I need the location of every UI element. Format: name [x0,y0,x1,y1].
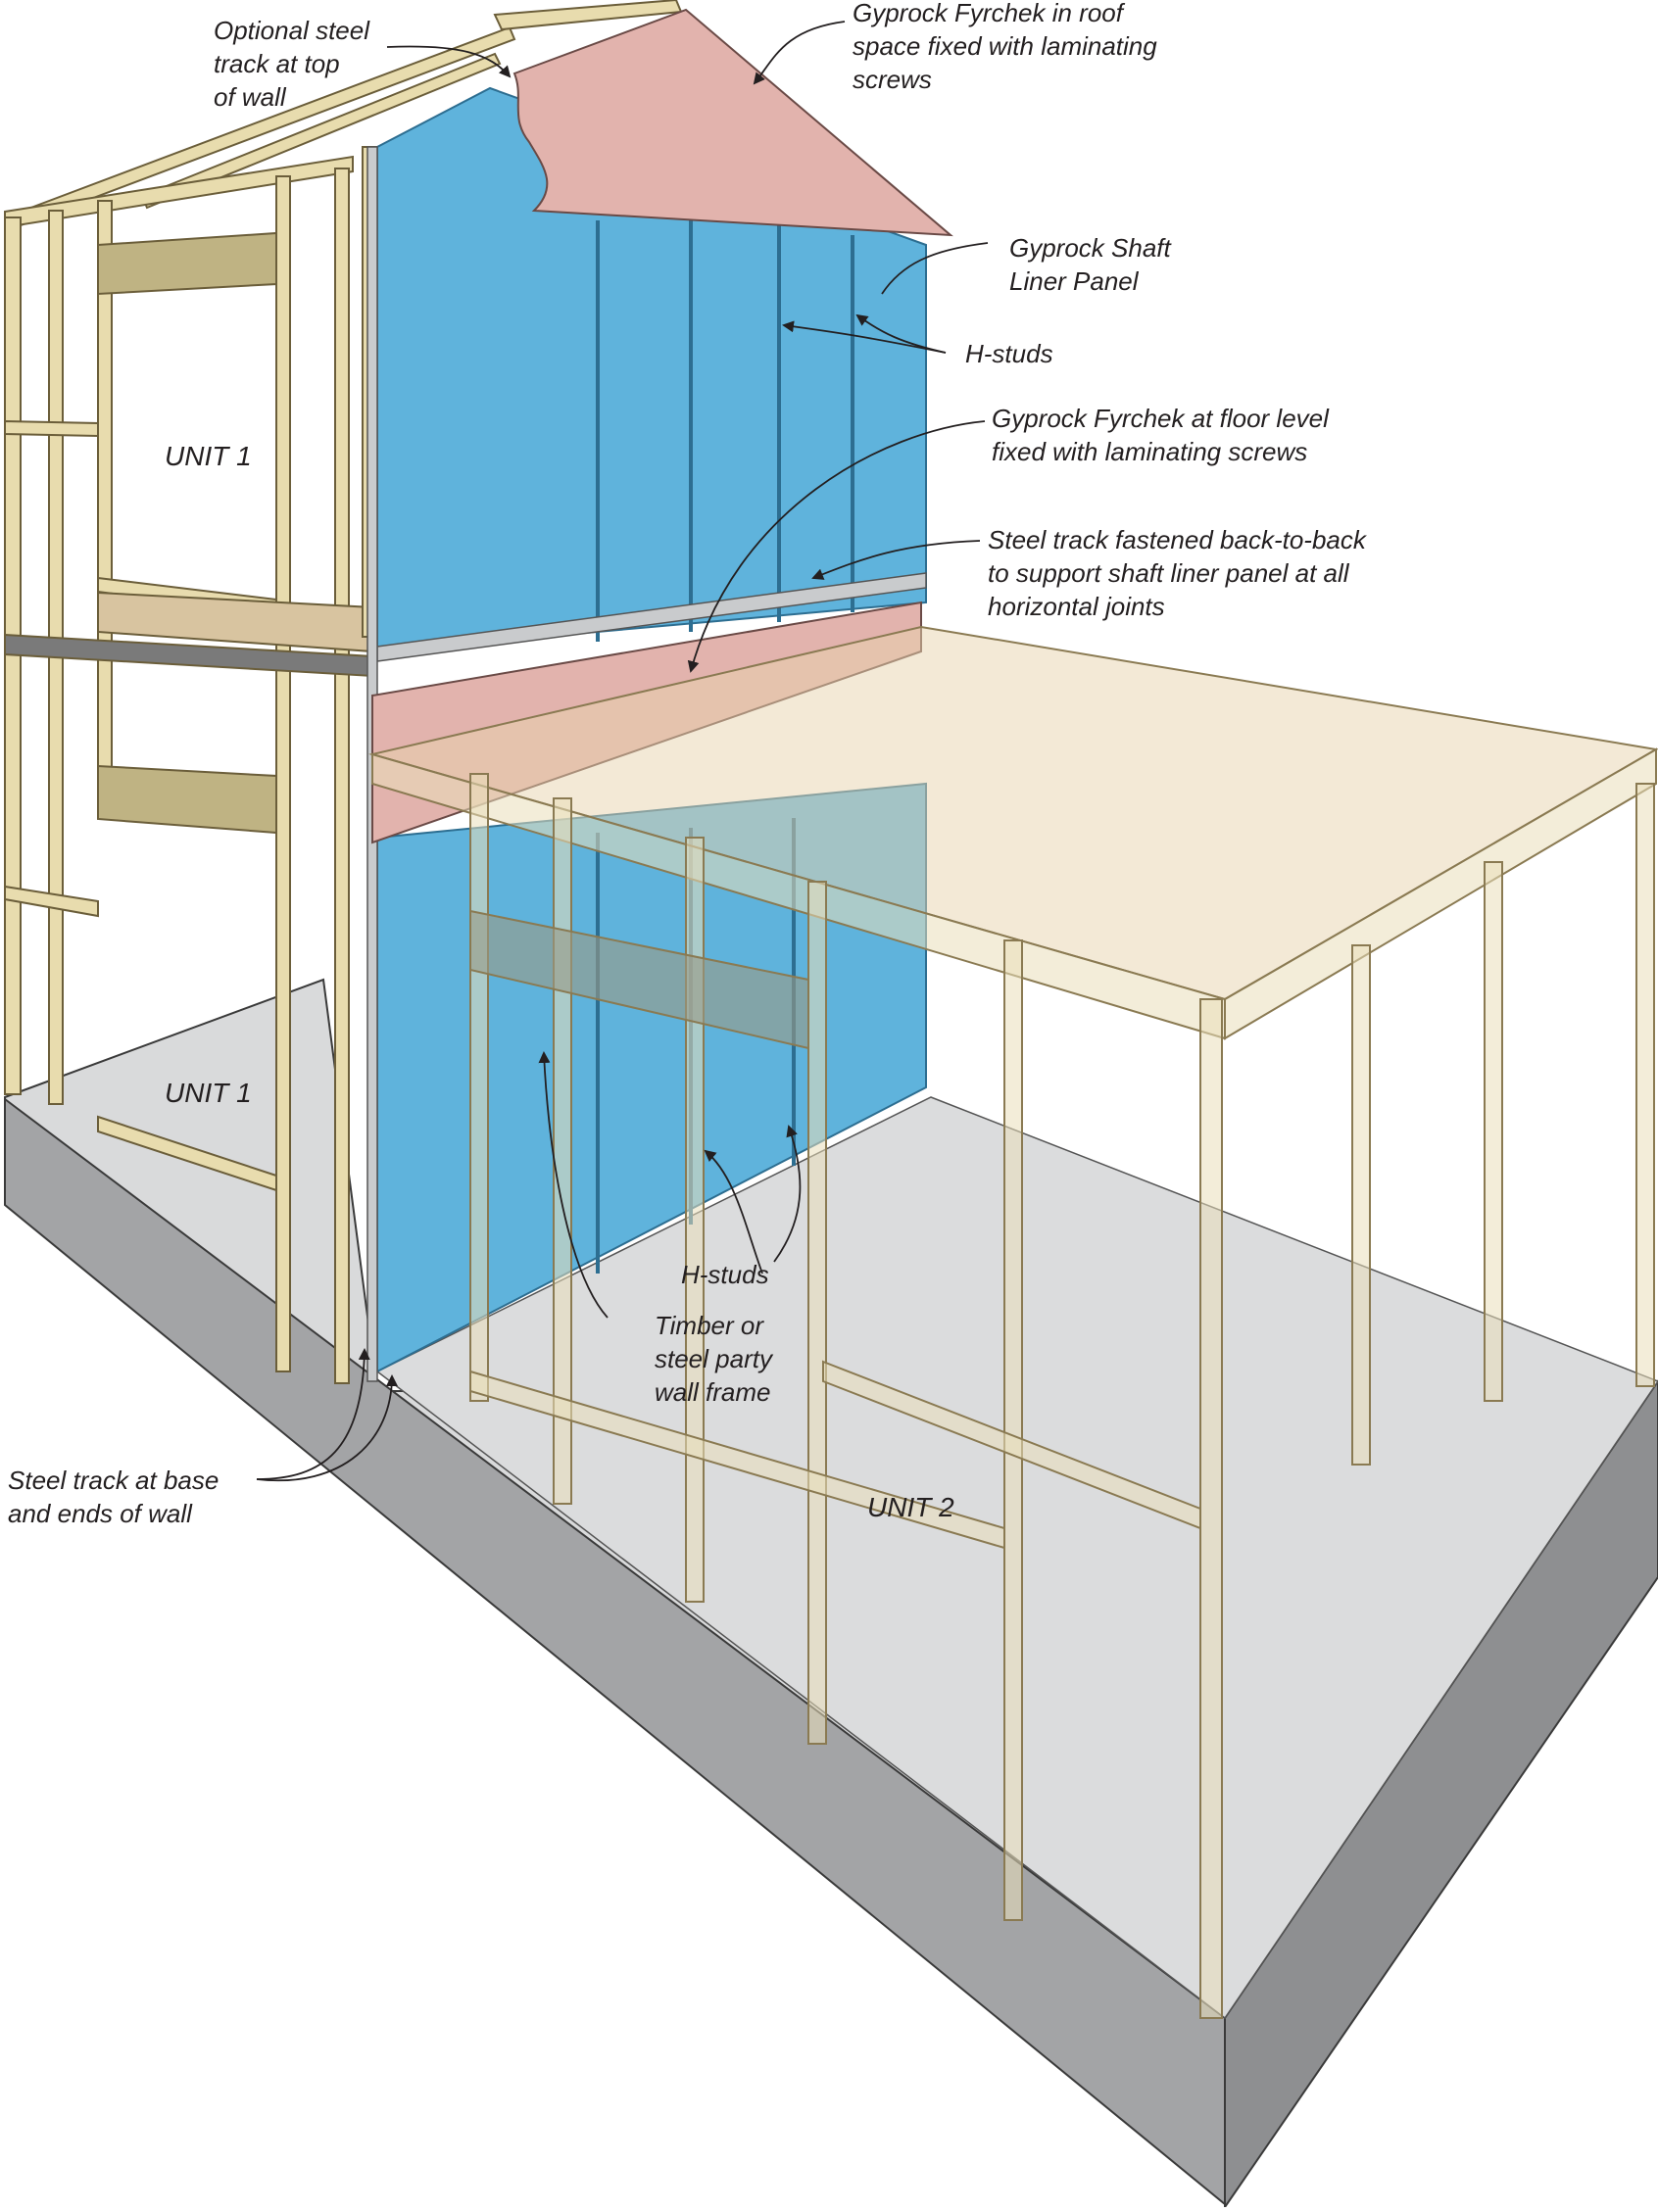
unit2-stud-c [685,837,705,1603]
unit2-stud-g [1351,944,1371,1466]
stud-5 [334,168,350,1384]
window-head-upper [97,231,277,296]
label-hstuds-lower: H-studs [681,1260,769,1289]
leader-hstuds-upper-b [855,313,947,354]
concrete-slab [4,978,1658,2211]
nogging-upper [4,419,99,438]
unit2-stud-d [807,881,827,1745]
leader-hstuds-lower-b [773,1125,802,1263]
leader-lines [256,21,989,1482]
unit2-stud-e [1003,939,1023,1921]
window-head-lower [97,764,277,835]
unit2-side-plate [1224,747,1657,1040]
unit1-frame [4,0,683,1384]
leader-party-wall [538,1051,609,1319]
leader-hstuds-lower-a [704,1149,763,1274]
label-fyrchek-roof: Gyprock Fyrchek in roof space fixed with… [853,0,1164,94]
sill-lower [97,1115,277,1192]
label-optional-track: Optional steel track at top of wall [214,16,376,112]
label-unit2: UNIT 2 [867,1492,954,1522]
label-unit1-upper: UNIT 1 [165,441,252,471]
annotations: Optional steel track at top of wall Gypr… [8,0,1373,1528]
label-steel-track-base: Steel track at base and ends of wall [8,1466,226,1528]
unit2-nogging [822,1360,1201,1530]
unit2-stud-f [1199,998,1223,2019]
leader-optional-track [386,45,512,78]
unit2-lintel [469,909,809,1050]
unit2-stud-a [469,773,489,1402]
leader-shaft-liner [881,242,989,295]
label-steel-track-joints: Steel track fastened back-to-back to sup… [988,525,1373,621]
stud-4 [275,175,291,1372]
leader-fyrchek-floor [687,420,986,673]
label-hstuds-upper: H-studs [965,339,1053,368]
unit2-stud-h [1484,861,1503,1402]
leader-steel-track [811,540,981,580]
label-fyrchek-floor: Gyprock Fyrchek at floor level fixed wit… [992,404,1336,466]
leader-hstuds-upper-a [782,320,947,354]
unit2-frame [368,625,1658,2019]
label-party-wall: Timber or steel party wall frame [655,1311,779,1407]
nogging-lower [4,885,99,918]
unit2-sill [469,1370,1005,1550]
unit2-stud-i [1635,783,1655,1387]
fyrchek-roof [512,8,953,237]
leader-fyrchek-roof [753,21,846,85]
label-unit1-lower: UNIT 1 [165,1078,252,1108]
label-shaft-liner: Gyprock Shaft Liner Panel [1009,233,1178,296]
leader-base-track-a [256,1348,370,1480]
leader-base-track-b [256,1374,398,1482]
